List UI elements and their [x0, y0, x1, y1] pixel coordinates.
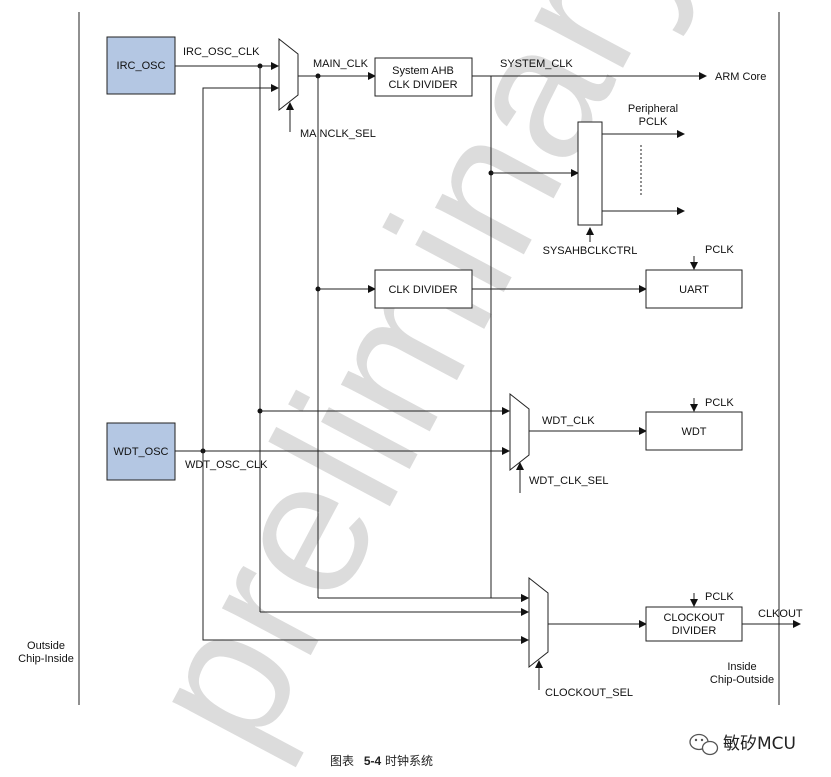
wdt-clk-label: WDT_CLK	[542, 415, 595, 427]
uart-label: UART	[679, 284, 709, 296]
system-clk-label: SYSTEM_CLK	[500, 58, 573, 70]
wdt-osc-to-clkout-mux-wire	[202, 451, 529, 644]
clk-divider-line2-label: CLK DIVIDER	[388, 79, 457, 91]
wdt-clk-sel-label: WDT_CLK_SEL	[529, 475, 608, 487]
clk-divider-label: CLK DIVIDER	[388, 284, 457, 296]
uart-block	[645, 269, 743, 309]
main-clk-mux	[278, 37, 299, 112]
clockout-mux	[528, 576, 549, 669]
brand-label: 敏矽MCU	[723, 734, 796, 754]
clockout-divider-label: DIVIDER	[672, 625, 717, 637]
wdt-pclk-label: PCLK	[705, 397, 734, 409]
figure-caption: 图表 5-4 时钟系统	[330, 753, 433, 768]
clockout-sel-label: CLOCKOUT_SEL	[545, 687, 633, 699]
sysahbclkctrl-label: SYSAHBCLKCTRL	[543, 245, 638, 257]
caption-title: 时钟系统	[385, 753, 433, 768]
clk-divider-block	[374, 269, 473, 309]
arm-core-label: ARM Core	[715, 71, 766, 83]
caption-number: 5-4	[364, 754, 382, 768]
wdt-osc-label: WDT_OSC	[114, 446, 169, 458]
irc-osc-block	[106, 36, 176, 95]
wdt-osc-block	[106, 422, 176, 481]
watermark: preliminary	[104, 0, 727, 777]
uart-pclk-label: PCLK	[705, 244, 734, 256]
outside-label: Outside	[27, 640, 65, 652]
inside-label: Inside	[727, 661, 756, 673]
clockout-pclk-label: PCLK	[705, 591, 734, 603]
peripheral-label: Peripheral	[628, 103, 678, 115]
irc-osc-clk-label: IRC_OSC_CLK	[183, 46, 260, 58]
clockout-label: CLOCKOUT	[663, 612, 724, 624]
sysahbclkctrl-block	[577, 121, 603, 226]
system-ahb-clk-divider-block	[374, 57, 473, 97]
peripheral-pclk-label: PCLK	[639, 116, 668, 128]
irc-osc-label: IRC_OSC	[117, 60, 166, 72]
wdt-block	[645, 411, 743, 451]
wdt-osc-to-main-mux-wire	[202, 84, 279, 451]
wdt-label: WDT	[681, 426, 706, 438]
chip-outside-label: Chip-Outside	[710, 674, 774, 686]
main-clk-label: MAIN_CLK	[313, 58, 369, 70]
caption-prefix: 图表	[330, 754, 354, 768]
chip-inside-label: Chip-Inside	[18, 653, 74, 665]
wechat-icon	[689, 733, 719, 756]
wdt-osc-clk-label: WDT_OSC_CLK	[185, 459, 268, 471]
wdt-clk-mux	[509, 392, 530, 472]
clkout-label: CLKOUT	[758, 608, 803, 620]
system-ahb-label: System AHB	[392, 65, 454, 77]
mainclk-sel-label: MAINCLK_SEL	[300, 128, 376, 140]
